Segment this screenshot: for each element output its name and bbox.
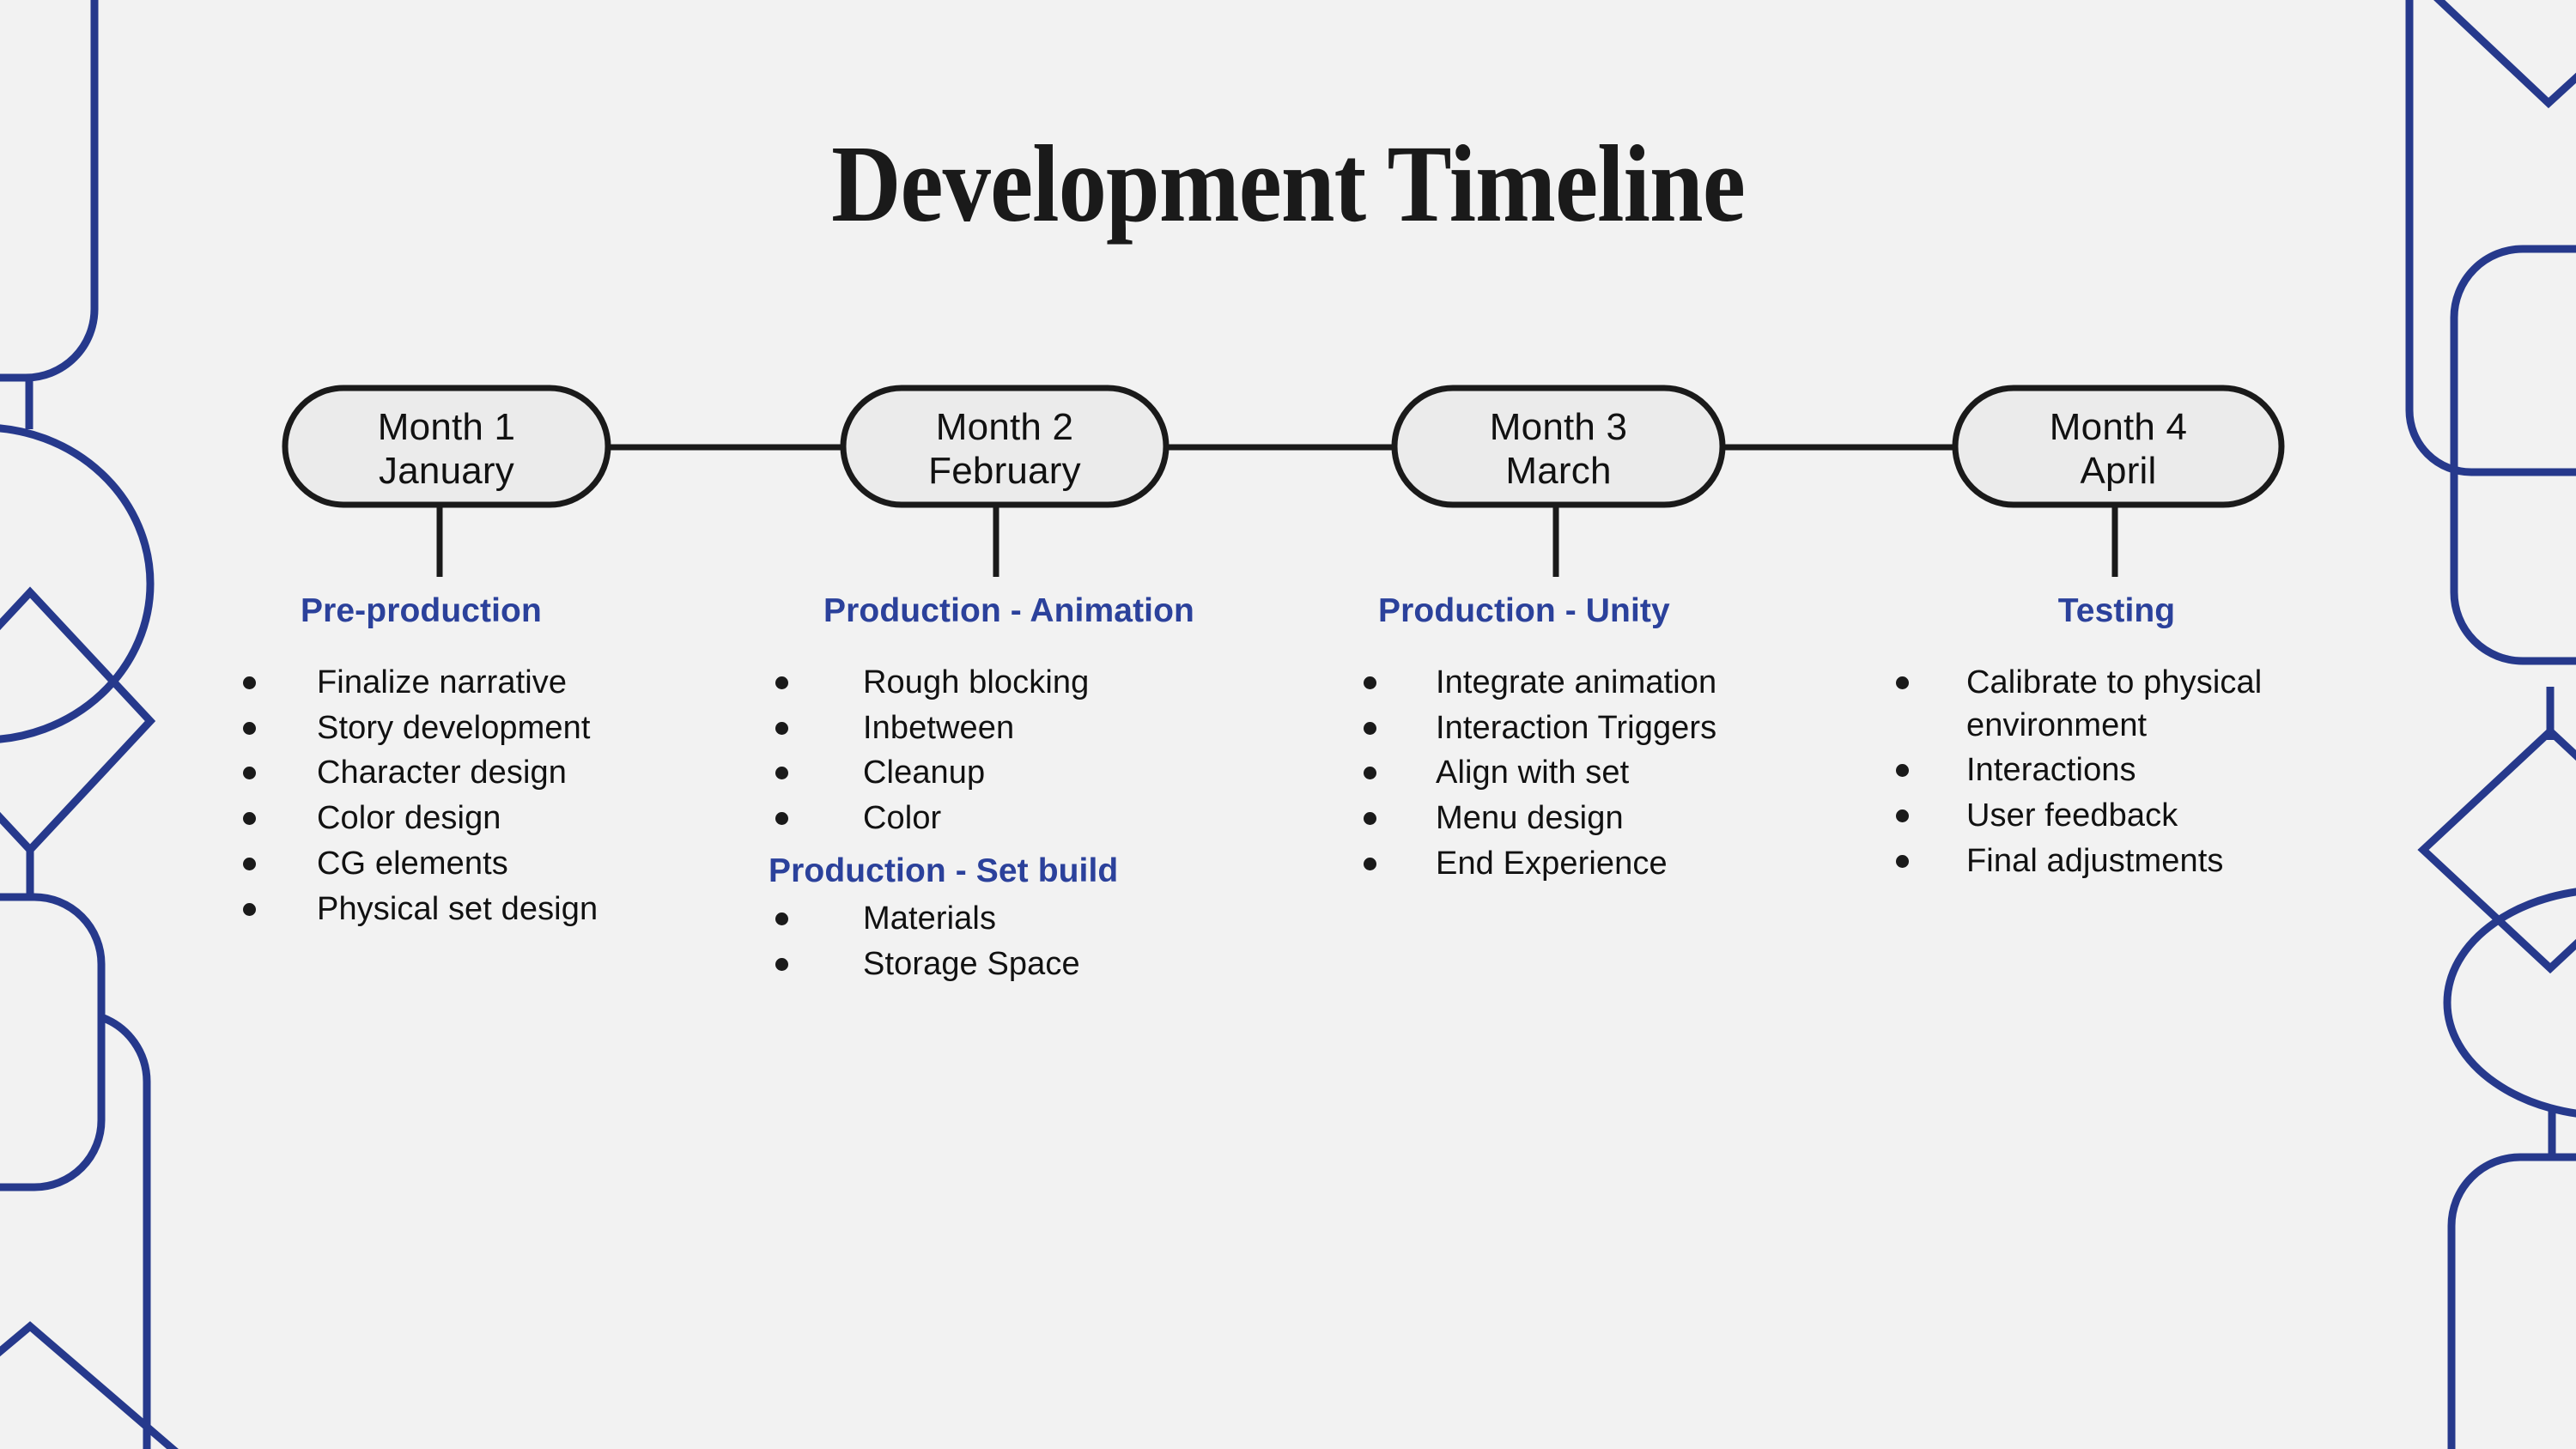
- bullet-icon: [243, 767, 256, 780]
- node-3-month: Month 3: [1489, 406, 1628, 448]
- phase-3-list: Integrate animation Interaction Triggers…: [1357, 662, 1838, 886]
- timeline-node-3-label: Month 3 March: [1394, 405, 1722, 494]
- phase-3-heading: Production - Unity: [1378, 592, 1670, 629]
- timeline-node-4: [1952, 385, 2285, 508]
- list-item: Interactions: [1889, 749, 2344, 792]
- bullet-icon: [243, 812, 256, 826]
- node-1-name: January: [379, 450, 514, 493]
- bullet-icon: [1896, 854, 1909, 868]
- timeline-node-4-label: Month 4 April: [1955, 405, 2281, 494]
- bullet-icon: [243, 902, 256, 916]
- bullet-icon: [1364, 676, 1376, 689]
- list-item: Finalize narrative: [236, 662, 717, 705]
- list-item: Calibrate to physical environment: [1889, 662, 2344, 748]
- list-item: Integrate animation: [1357, 662, 1838, 705]
- node-1-month: Month 1: [377, 406, 516, 448]
- phase-2-sub-list: Materials Storage Space: [769, 898, 1249, 986]
- bullet-icon: [1896, 676, 1909, 689]
- list-item: Final adjustments: [1889, 840, 2344, 883]
- list-item: Storage Space: [769, 943, 1249, 986]
- bullet-icon: [775, 957, 788, 971]
- list-item: Menu design: [1357, 797, 1838, 840]
- phase-column-2: Production - Animation Rough blocking In…: [769, 592, 1249, 988]
- phase-2-heading: Production - Animation: [823, 592, 1194, 629]
- timeline-node-2-label: Month 2 February: [843, 405, 1166, 494]
- phase-column-4: Testing Calibrate to physical environmen…: [1889, 592, 2344, 886]
- bullet-icon: [1896, 764, 1909, 778]
- timeline-node-1: [282, 385, 611, 508]
- timeline-node-2: [840, 385, 1170, 508]
- bullet-icon: [1364, 857, 1376, 870]
- list-item: Story development: [236, 707, 717, 750]
- timeline-node-1-label: Month 1 January: [285, 405, 608, 494]
- phase-column-3: Production - Unity Integrate animation I…: [1357, 592, 1838, 888]
- list-item: Character design: [236, 752, 717, 795]
- node-4-month: Month 4: [2049, 406, 2188, 448]
- list-item: Rough blocking: [769, 662, 1249, 705]
- list-item: Interaction Triggers: [1357, 707, 1838, 750]
- bullet-icon: [775, 676, 788, 689]
- phase-4-list: Calibrate to physical environment Intera…: [1889, 662, 2344, 883]
- phase-2-subheading: Production - Set build: [769, 852, 1119, 889]
- list-item: Physical set design: [236, 888, 717, 931]
- bullet-icon: [775, 912, 788, 925]
- bullet-icon: [1364, 721, 1376, 735]
- list-item: Color design: [236, 797, 717, 840]
- list-item: Color: [769, 797, 1249, 840]
- node-4-name: April: [2080, 450, 2157, 493]
- bullet-icon: [1364, 812, 1376, 826]
- phase-4-heading: Testing: [2057, 592, 2176, 629]
- node-2-name: February: [928, 450, 1081, 493]
- page-title: Development Timeline: [831, 123, 1746, 245]
- list-item: CG elements: [236, 843, 717, 886]
- bullet-icon: [775, 767, 788, 780]
- list-item: Cleanup: [769, 752, 1249, 795]
- bullet-icon: [243, 721, 256, 735]
- node-3-name: March: [1505, 450, 1612, 493]
- bullet-icon: [775, 721, 788, 735]
- bullet-icon: [243, 676, 256, 689]
- list-item: Materials: [769, 898, 1249, 941]
- list-item: Align with set: [1357, 752, 1838, 795]
- timeline-node-3: [1391, 385, 1726, 508]
- bullet-icon: [775, 812, 788, 826]
- phase-1-list: Finalize narrative Story development Cha…: [236, 662, 717, 931]
- bullet-icon: [1896, 809, 1909, 823]
- phase-1-heading: Pre-production: [301, 592, 542, 629]
- bullet-icon: [1364, 767, 1376, 780]
- bullet-icon: [243, 857, 256, 870]
- list-item: Inbetween: [769, 707, 1249, 750]
- node-2-month: Month 2: [935, 406, 1074, 448]
- phase-2-list: Rough blocking Inbetween Cleanup Color: [769, 662, 1249, 840]
- list-item: End Experience: [1357, 843, 1838, 886]
- phase-column-1: Pre-production Finalize narrative Story …: [236, 592, 717, 933]
- list-item: User feedback: [1889, 795, 2344, 838]
